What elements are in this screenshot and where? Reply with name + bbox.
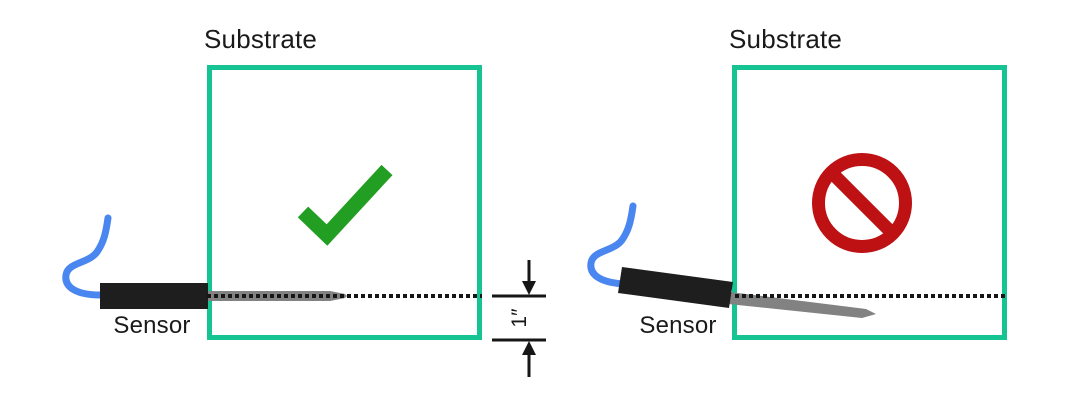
no-entry-slash [826,167,898,239]
sensor-wire-icon [587,202,637,288]
no-entry-icon [812,153,912,253]
check-stroke [297,164,393,246]
sensor-label: Sensor [639,312,717,339]
sensor-body [618,267,733,308]
substrate-box [732,65,1007,340]
sensor-needle [728,292,876,318]
sensor-wire-icon [62,214,112,299]
insertion-depth-line [735,294,1007,298]
substrate-box [207,65,482,340]
dimension-label: 1″ [508,308,531,328]
check-icon [297,164,393,246]
sensor-body [100,283,208,309]
dimension-arrows [492,260,546,377]
no-entry-ring [812,153,912,253]
substrate-label: Substrate [204,24,318,54]
up-arrow-icon [522,341,536,355]
insertion-depth-line [207,294,482,298]
sensor-assembly [587,202,876,318]
down-arrow-icon [522,281,536,295]
sensor-label: Sensor [113,312,191,339]
substrate-label: Substrate [729,24,843,54]
